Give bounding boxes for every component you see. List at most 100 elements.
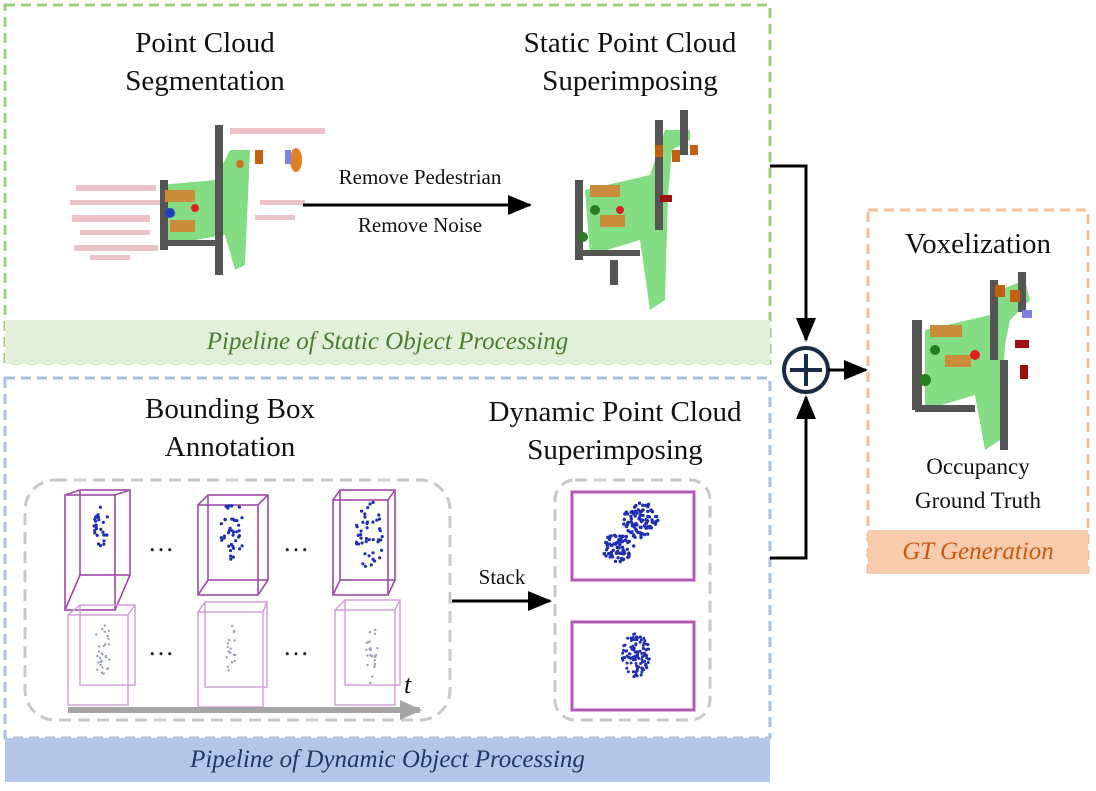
stacked-point bbox=[605, 541, 609, 545]
stacked-point bbox=[629, 514, 633, 518]
bbox-point bbox=[99, 663, 102, 667]
stacked-point bbox=[614, 551, 619, 555]
remove-noise-label: Remove Noise bbox=[357, 213, 483, 237]
stacked-point bbox=[645, 525, 649, 530]
bbox-point bbox=[371, 655, 374, 658]
stacked-point bbox=[641, 643, 645, 647]
bbox-point bbox=[231, 517, 235, 521]
stacked-point bbox=[621, 552, 626, 556]
bbox-point bbox=[229, 557, 233, 561]
stacked-point bbox=[632, 632, 636, 636]
stacked-point bbox=[624, 649, 628, 653]
bbox-point bbox=[224, 504, 228, 508]
bbox-point bbox=[364, 536, 368, 541]
stacked-point bbox=[647, 515, 652, 519]
dynamic-result-box-lower bbox=[570, 620, 696, 712]
stacked-point bbox=[636, 530, 640, 535]
stacked-point bbox=[625, 661, 629, 665]
ellipsis-upper-1: … bbox=[148, 528, 174, 557]
ellipsis-upper-2: … bbox=[283, 528, 309, 557]
remove-pedestrian-label: Remove Pedestrian bbox=[338, 165, 502, 189]
bbox-point bbox=[107, 643, 111, 646]
stacked-point bbox=[646, 509, 650, 514]
stacked-point bbox=[640, 670, 644, 674]
stacked-point bbox=[639, 638, 643, 642]
stacked-point bbox=[649, 526, 654, 530]
bbox-point bbox=[98, 656, 102, 660]
stacked-point bbox=[642, 524, 647, 528]
bbox-point bbox=[373, 663, 377, 666]
bbox-point bbox=[359, 533, 363, 537]
bbox-point bbox=[105, 533, 109, 537]
dynamic-superimpose-title-line1: Dynamic Point Cloud bbox=[488, 396, 742, 428]
bbox-frame-last bbox=[332, 489, 396, 596]
bbox-point bbox=[97, 661, 100, 664]
stacked-point bbox=[644, 642, 648, 646]
bbox-point bbox=[96, 513, 100, 517]
bbox-point bbox=[98, 544, 103, 548]
occupancy-gt-label: Occupancy Ground Truth bbox=[868, 450, 1088, 518]
bbox-point bbox=[101, 530, 105, 534]
bbox-point bbox=[237, 505, 241, 509]
bbox-point bbox=[225, 656, 228, 659]
bbox-frame-first bbox=[64, 489, 131, 611]
stacked-point bbox=[621, 658, 625, 662]
bbox-point bbox=[96, 654, 99, 658]
bbox-point bbox=[101, 666, 104, 669]
stacked-point bbox=[623, 512, 627, 516]
stacked-point bbox=[649, 508, 653, 512]
bbox-point bbox=[227, 638, 231, 642]
bbox-point bbox=[371, 500, 375, 504]
stacked-point bbox=[656, 518, 660, 523]
stacked-point bbox=[633, 654, 637, 658]
bbox-point bbox=[102, 644, 106, 648]
bbox-point bbox=[102, 533, 106, 537]
stacked-point bbox=[647, 657, 651, 661]
stacked-point bbox=[626, 555, 630, 560]
bbox-point bbox=[364, 540, 368, 544]
stacked-point bbox=[639, 673, 643, 677]
stacked-point bbox=[623, 538, 627, 542]
bbox-frame-last-lower bbox=[334, 599, 401, 706]
bbox-point bbox=[380, 548, 384, 552]
stacked-point bbox=[634, 662, 638, 665]
stacked-point bbox=[631, 670, 635, 674]
dynamic-to-combine-connector bbox=[770, 395, 816, 560]
bbox-point bbox=[231, 544, 235, 548]
stacked-point bbox=[629, 661, 633, 665]
stacked-point bbox=[638, 510, 643, 514]
dynamic-superimpose-title-line2: Superimposing bbox=[527, 434, 703, 466]
bbox-point bbox=[97, 650, 101, 653]
bbox-point bbox=[371, 551, 375, 555]
gt-caption: GT Generation bbox=[902, 538, 1054, 565]
stacked-point bbox=[611, 548, 615, 552]
stacked-point bbox=[607, 551, 611, 556]
bbox-point bbox=[228, 549, 233, 553]
bbox-point bbox=[229, 647, 232, 650]
bbox-point bbox=[376, 538, 381, 542]
segmented-point-cloud-image bbox=[70, 125, 325, 275]
stacked-point bbox=[645, 666, 649, 670]
bbox-point bbox=[219, 522, 223, 526]
bbox-point bbox=[95, 633, 98, 636]
stacked-point bbox=[632, 525, 636, 529]
stacked-point bbox=[629, 636, 633, 640]
stacked-point bbox=[620, 539, 625, 544]
stacked-point bbox=[620, 545, 625, 549]
bbox-frame-first-lower bbox=[67, 604, 136, 706]
bbox-point bbox=[373, 559, 377, 563]
bbox-point bbox=[103, 624, 106, 627]
stacked-point bbox=[630, 509, 635, 514]
bbox-point bbox=[378, 517, 382, 521]
segmentation-title-line2: Segmentation bbox=[125, 65, 285, 97]
static-caption-bar bbox=[5, 320, 770, 364]
stacked-point bbox=[621, 651, 625, 655]
bbox-point bbox=[102, 542, 106, 546]
stacked-point bbox=[621, 557, 626, 561]
gt-caption-bar bbox=[868, 530, 1088, 574]
ellipsis-lower-1: … bbox=[148, 632, 174, 661]
bbox-point bbox=[369, 681, 372, 685]
bbox-point bbox=[230, 624, 234, 628]
annotation-frame bbox=[23, 478, 452, 722]
segmentation-title-line1: Point Cloud bbox=[135, 27, 275, 59]
